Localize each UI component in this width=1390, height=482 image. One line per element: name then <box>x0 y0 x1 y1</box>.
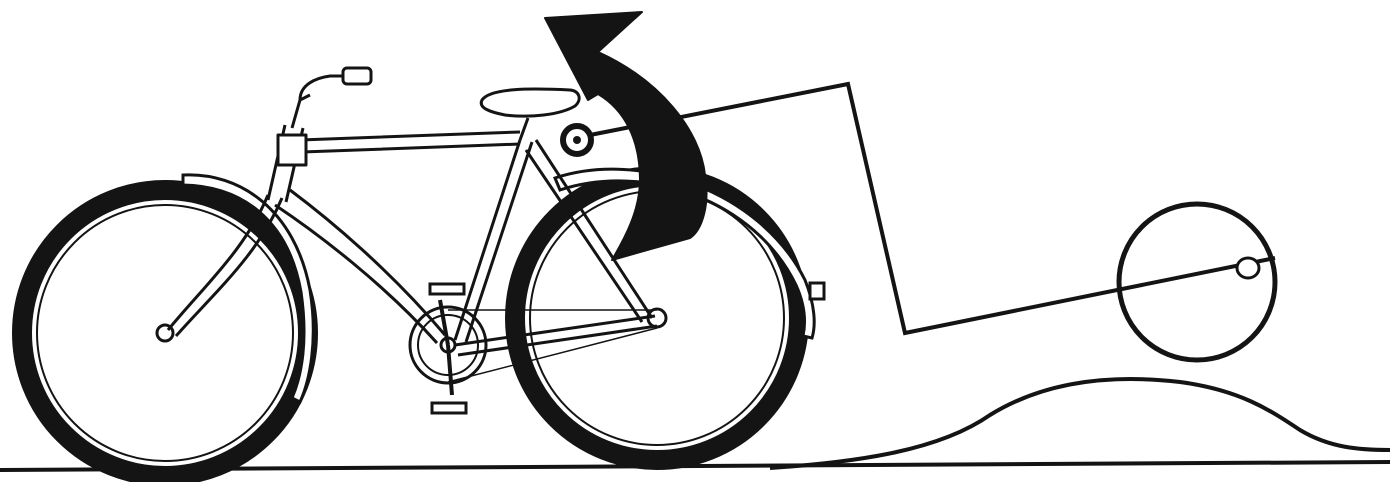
trailer-tire <box>1119 204 1275 360</box>
handlebar-grip <box>343 68 371 84</box>
crankset <box>410 284 486 413</box>
trailer-wheel <box>1119 204 1275 360</box>
rear-reflector <box>810 283 824 299</box>
head-tube-joint <box>278 135 306 165</box>
saddle-shape <box>481 89 579 116</box>
hitch-inner <box>573 136 581 144</box>
pedal-top <box>430 284 464 294</box>
terrain <box>770 379 1390 468</box>
terrain-curve <box>770 379 1390 468</box>
pedal-bottom <box>432 403 466 413</box>
top-tube <box>300 132 520 152</box>
trailer-hub <box>1237 258 1259 278</box>
seat-post <box>520 118 528 140</box>
hitch <box>563 126 591 154</box>
saddle <box>481 89 579 116</box>
